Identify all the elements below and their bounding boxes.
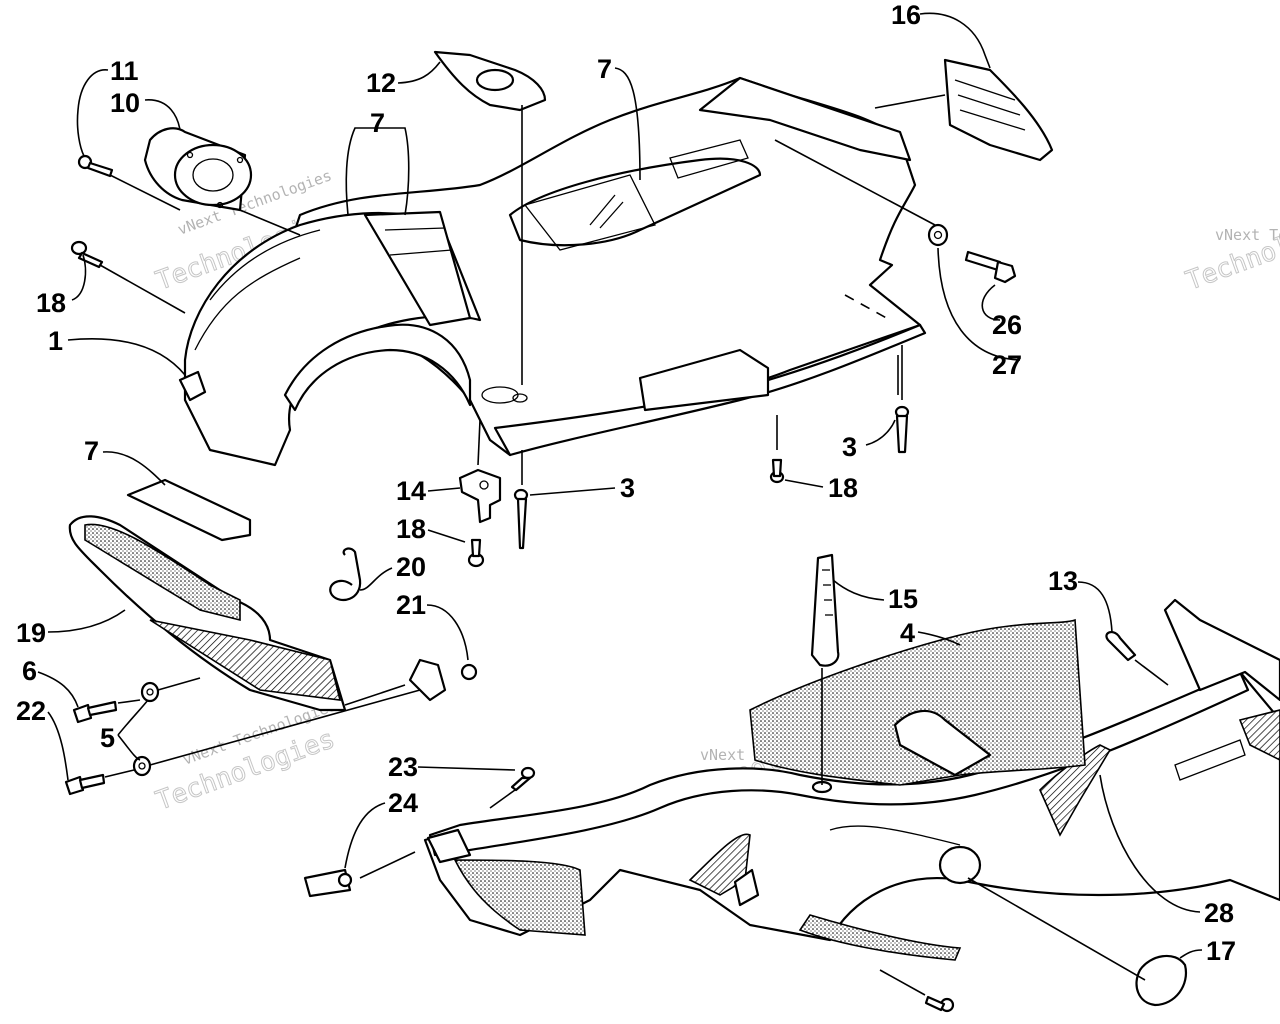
bolt-6 xyxy=(72,700,118,724)
callout-16: 16 xyxy=(891,0,921,30)
watermark-text: vNext Technologies xyxy=(1215,226,1280,244)
lower-body-pad-front xyxy=(453,859,586,936)
rivet-3-right xyxy=(894,405,910,454)
callout-11: 11 xyxy=(110,56,139,86)
part-10-bell xyxy=(143,127,253,212)
part-12-boot xyxy=(433,50,547,112)
callout-23: 23 xyxy=(388,752,418,782)
screw-18-lower xyxy=(467,538,485,568)
callout-7: 7 xyxy=(370,108,385,138)
callout-3: 3 xyxy=(842,432,857,462)
decal-7-lower xyxy=(126,478,252,542)
dash-window xyxy=(523,174,656,251)
callout-21: 21 xyxy=(396,590,426,620)
callout-5: 5 xyxy=(100,723,115,753)
callout-6: 6 xyxy=(22,656,37,686)
callout-17: 17 xyxy=(1206,936,1236,966)
wheel-housing-inner xyxy=(283,323,472,412)
washer-5b xyxy=(132,755,152,777)
callout-7: 7 xyxy=(597,54,612,84)
rivet-3-center xyxy=(513,488,529,550)
screw-23 xyxy=(510,766,536,792)
callout-1: 1 xyxy=(48,326,63,356)
screw-18-left xyxy=(70,240,104,269)
callout-18: 18 xyxy=(828,473,858,503)
lower-body-rail xyxy=(428,670,1250,857)
callout-22: 22 xyxy=(16,696,46,726)
screw-11 xyxy=(77,154,114,178)
watermark-text: Technologies xyxy=(1182,204,1280,296)
part-14-bracket xyxy=(458,468,502,524)
part-15-handle xyxy=(810,553,840,794)
dash-step xyxy=(638,348,770,412)
callout-26: 26 xyxy=(992,310,1022,340)
part-19-duct xyxy=(68,515,347,712)
callout-14: 14 xyxy=(396,476,426,506)
screw-bottom xyxy=(924,995,955,1013)
callout-18: 18 xyxy=(36,288,66,318)
part-16-vent xyxy=(943,58,1054,162)
callout-18: 18 xyxy=(396,514,426,544)
callout-24: 24 xyxy=(388,788,418,818)
callout-10: 10 xyxy=(110,88,140,118)
callout-19: 19 xyxy=(16,618,46,648)
dash-recess xyxy=(508,157,762,247)
clip-13 xyxy=(1105,631,1137,662)
dash-slot xyxy=(669,139,749,179)
body-oval-hole xyxy=(938,845,982,885)
callout-labels: 11 10 12 7 7 16 18 1 26 27 3 18 14 3 7 1… xyxy=(16,0,1236,966)
upper-console-assembly xyxy=(243,76,927,457)
callout-4: 4 xyxy=(900,618,915,648)
lower-body-assembly xyxy=(423,598,1280,961)
bolt-22 xyxy=(64,773,106,796)
callout-15: 15 xyxy=(888,584,918,614)
nut-plate-21 xyxy=(408,658,478,702)
washer-5a xyxy=(140,681,160,703)
plug-17 xyxy=(1135,954,1188,1007)
bolt-26 xyxy=(964,250,1017,284)
washer-27 xyxy=(927,223,949,247)
callout-12: 12 xyxy=(366,68,396,98)
callout-28: 28 xyxy=(1204,898,1234,928)
left-housing xyxy=(178,210,482,467)
decal-7-housing xyxy=(363,210,472,327)
callout-7: 7 xyxy=(84,436,99,466)
callout-3: 3 xyxy=(620,473,635,503)
screw-18-center xyxy=(769,458,785,484)
housing-front-plate xyxy=(178,370,207,402)
leader-lines xyxy=(37,12,1203,996)
callout-20: 20 xyxy=(396,552,426,582)
dash-rail xyxy=(698,76,912,162)
part-4-foam xyxy=(749,618,1086,786)
callout-27: 27 xyxy=(992,350,1022,380)
callout-13: 13 xyxy=(1048,566,1078,596)
bell-flange xyxy=(173,143,253,207)
clip-24 xyxy=(303,868,353,898)
clip-20 xyxy=(329,547,362,602)
